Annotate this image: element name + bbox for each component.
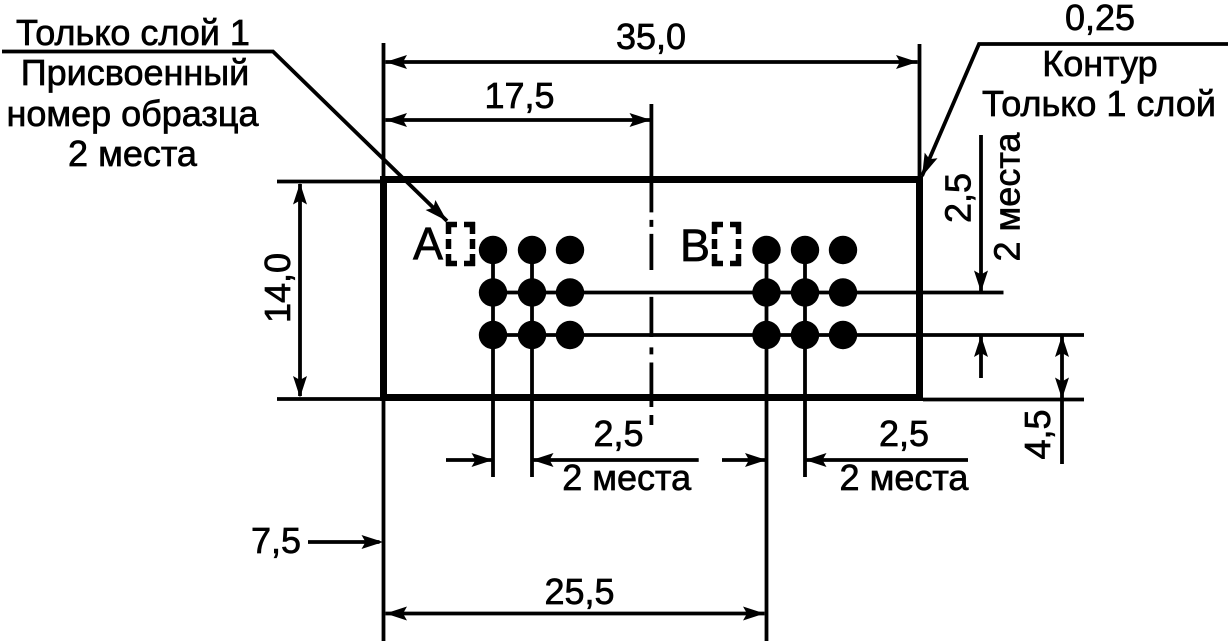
svg-text:7,5: 7,5	[251, 520, 301, 561]
svg-text:2 места: 2 места	[562, 457, 692, 498]
svg-text:17,5: 17,5	[484, 75, 554, 116]
svg-text:2,5: 2,5	[879, 413, 929, 454]
svg-text:номер образца: номер образца	[6, 93, 259, 134]
svg-text:Контур: Контур	[1042, 43, 1157, 84]
svg-text:А: А	[413, 218, 443, 269]
svg-text:Только слой 1: Только слой 1	[16, 12, 250, 53]
svg-text:2,5: 2,5	[938, 173, 979, 223]
svg-text:2 места: 2 места	[986, 132, 1027, 262]
svg-text:14,0: 14,0	[257, 253, 298, 323]
svg-text:4,5: 4,5	[1017, 409, 1058, 459]
svg-text:2 места: 2 места	[840, 457, 970, 498]
svg-text:0,25: 0,25	[1065, 0, 1135, 38]
svg-text:2,5: 2,5	[593, 413, 643, 454]
svg-text:35,0: 35,0	[616, 16, 686, 57]
svg-text:Только 1 слой: Только 1 слой	[982, 83, 1216, 124]
svg-text:Присвоенный: Присвоенный	[21, 52, 250, 93]
svg-text:2 места: 2 места	[68, 133, 198, 174]
svg-text:В: В	[680, 220, 710, 271]
svg-text:25,5: 25,5	[544, 571, 614, 612]
